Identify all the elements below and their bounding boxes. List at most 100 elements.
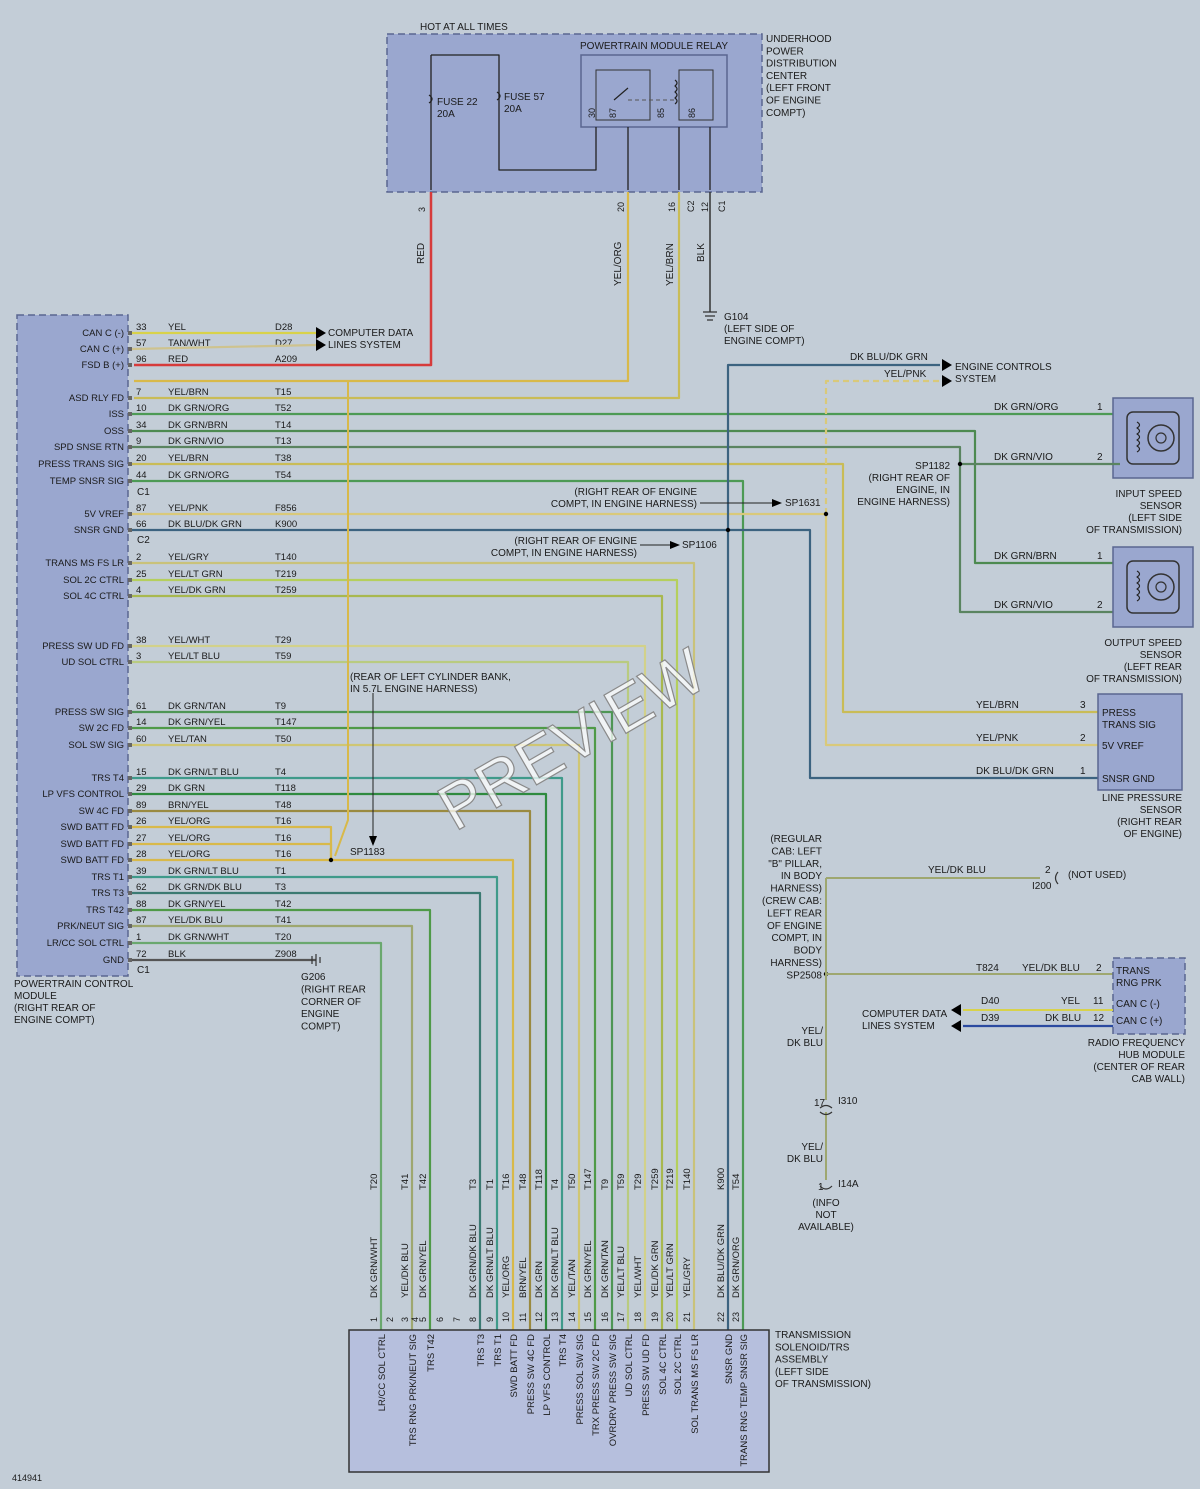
pcm-wire-color: DK GRN/BRN bbox=[168, 420, 228, 431]
pcm-terminal bbox=[128, 644, 132, 648]
pcm-title: ENGINE COMPT) bbox=[14, 1015, 95, 1026]
rfhub-pin-label: CAN C (+) bbox=[1116, 1016, 1162, 1027]
pcm-pin-label: SNSR GND bbox=[74, 525, 124, 536]
pcm-pin-label: ISS bbox=[109, 409, 124, 420]
tsa-wire-color: YEL/GRY bbox=[682, 1256, 693, 1298]
tsa-wire-color: DK GRN/TAN bbox=[600, 1240, 611, 1298]
arrow-icon bbox=[942, 359, 952, 371]
wire-yel-org-branch bbox=[334, 381, 349, 857]
pcm-wire-color: YEL/ORG bbox=[168, 849, 210, 860]
tsa-pin-number: 11 bbox=[518, 1313, 528, 1322]
i14a-note: (INFO bbox=[812, 1198, 839, 1209]
pcm-terminal bbox=[128, 743, 132, 747]
iss-title: INPUT SPEED bbox=[1116, 489, 1183, 500]
pcm-wire-color: DK BLU/DK GRN bbox=[168, 519, 242, 530]
pdc-title: UNDERHOOD bbox=[766, 34, 832, 45]
computer-data-label: LINES SYSTEM bbox=[328, 340, 401, 351]
wire-T219 bbox=[132, 578, 679, 1330]
pcm-pin-label: PRESS SW UD FD bbox=[42, 641, 124, 652]
pin-label: 17 bbox=[814, 1098, 826, 1109]
wire-D27 bbox=[131, 343, 317, 351]
sp2508-note: HARNESS) bbox=[770, 884, 822, 895]
relay-pin: 30 bbox=[587, 108, 597, 118]
sp2508-note: IN BODY bbox=[781, 871, 822, 882]
tsa-pin-number: 13 bbox=[550, 1312, 560, 1322]
iss-body bbox=[1126, 411, 1180, 465]
wire-T38 bbox=[132, 462, 1098, 714]
iss-hub bbox=[1155, 432, 1167, 444]
pcm-circuit: T16 bbox=[275, 816, 291, 827]
g206-label: G206 bbox=[301, 972, 326, 983]
pcm-circuit: T48 bbox=[275, 800, 291, 811]
connector-label: I310 bbox=[838, 1096, 858, 1107]
tsa-pin-label: TRS T3 bbox=[476, 1334, 487, 1367]
pcm-terminal bbox=[128, 776, 132, 780]
pcm-wire-color: YEL/WHT bbox=[168, 635, 210, 646]
connector-label: I14A bbox=[838, 1179, 859, 1190]
pcm-circuit: T50 bbox=[275, 734, 291, 745]
ground-symbol bbox=[703, 311, 717, 321]
rfhub-title: RADIO FREQUENCY bbox=[1088, 1038, 1186, 1049]
rfhub-pin-label: CAN C (-) bbox=[1116, 999, 1160, 1010]
pcm-wire-color: YEL/DK GRN bbox=[168, 585, 226, 596]
tsa-pin-number: 14 bbox=[567, 1312, 577, 1322]
tsa-wire-color: YEL/LT BLU bbox=[616, 1246, 627, 1298]
sp1183-dot bbox=[328, 857, 334, 863]
pcm-pin-number: 20 bbox=[136, 453, 147, 464]
wire-label: DK GRN/ORG bbox=[994, 402, 1059, 413]
iss-title: SENSOR bbox=[1140, 501, 1182, 512]
pcm-pin-label: UD SOL CTRL bbox=[62, 657, 124, 668]
sp2508-note: CAB: LEFT bbox=[771, 846, 822, 857]
pcm-pin-number: 3 bbox=[136, 651, 141, 662]
lps-title: (RIGHT REAR bbox=[1117, 817, 1182, 828]
pcm-terminal bbox=[128, 660, 132, 664]
sp1631-label: SP1631 bbox=[785, 498, 821, 509]
iss-box bbox=[1112, 397, 1194, 479]
sp1106-dot bbox=[725, 527, 731, 533]
oss-hub bbox=[1155, 581, 1167, 593]
tsa-pin-label: OVRDRV PRESS SW SIG bbox=[608, 1334, 619, 1446]
pcm-terminal bbox=[128, 363, 132, 367]
tsa-pin-number: 7 bbox=[452, 1317, 462, 1322]
wire-yel-brn bbox=[134, 192, 681, 400]
pcm-wire-color: RED bbox=[168, 354, 188, 365]
tsa-circuit: T147 bbox=[583, 1168, 594, 1190]
pcm-terminal bbox=[128, 792, 132, 796]
pcm-pin-label: SW 4C FD bbox=[79, 806, 125, 817]
tsa-pin-number: 1 bbox=[369, 1317, 379, 1322]
pdc-title: (LEFT FRONT bbox=[766, 83, 831, 94]
wire-T48 bbox=[132, 809, 532, 1330]
wire-label: YEL/ bbox=[801, 1142, 823, 1153]
pcm-pin-label: SOL SW SIG bbox=[68, 740, 124, 751]
sp1182-note: SP1182 bbox=[915, 461, 950, 472]
wire-label: DK BLU bbox=[787, 1038, 823, 1049]
pcm-pin-label: TRS T4 bbox=[91, 773, 124, 784]
tsa-circuit: K900 bbox=[716, 1168, 727, 1190]
fuse57-label: 20A bbox=[504, 104, 522, 115]
pcm-wire-color: YEL/BRN bbox=[168, 387, 209, 398]
pcm-wire-color: DK GRN/ORG bbox=[168, 470, 229, 481]
wire-T118 bbox=[132, 792, 548, 1330]
fuse22-label: FUSE 22 bbox=[437, 97, 478, 108]
tsa-pin-label: LR/CC SOL CTRL bbox=[377, 1334, 388, 1411]
pcm-terminal bbox=[128, 842, 132, 846]
oss-box bbox=[1112, 546, 1194, 628]
wire-T9 bbox=[132, 710, 614, 1330]
pdc-pin: C2 bbox=[686, 200, 696, 212]
pcm-circuit: T16 bbox=[275, 849, 291, 860]
wire-T42 bbox=[132, 908, 432, 1330]
tsa-pin-number: 20 bbox=[665, 1312, 675, 1322]
wire-ec-sgnd bbox=[726, 363, 940, 530]
sp1183-label: SP1183 bbox=[350, 847, 385, 858]
tsa-circuit: T54 bbox=[731, 1174, 742, 1190]
tsa-circuit: T20 bbox=[369, 1174, 380, 1190]
sp1631-note: COMPT, IN ENGINE HARNESS) bbox=[551, 499, 697, 510]
tsa-circuit: T219 bbox=[665, 1168, 676, 1190]
pcm-pin-label: OSS bbox=[104, 426, 124, 437]
relay-box bbox=[580, 54, 728, 128]
pcm-terminal bbox=[128, 462, 132, 466]
pcm-title: (RIGHT REAR OF bbox=[14, 1003, 95, 1014]
wire-label: YEL/BRN bbox=[976, 700, 1019, 711]
pcm-pin-label: PRESS SW SIG bbox=[55, 707, 124, 718]
tsa-circuit: T4 bbox=[550, 1179, 561, 1190]
